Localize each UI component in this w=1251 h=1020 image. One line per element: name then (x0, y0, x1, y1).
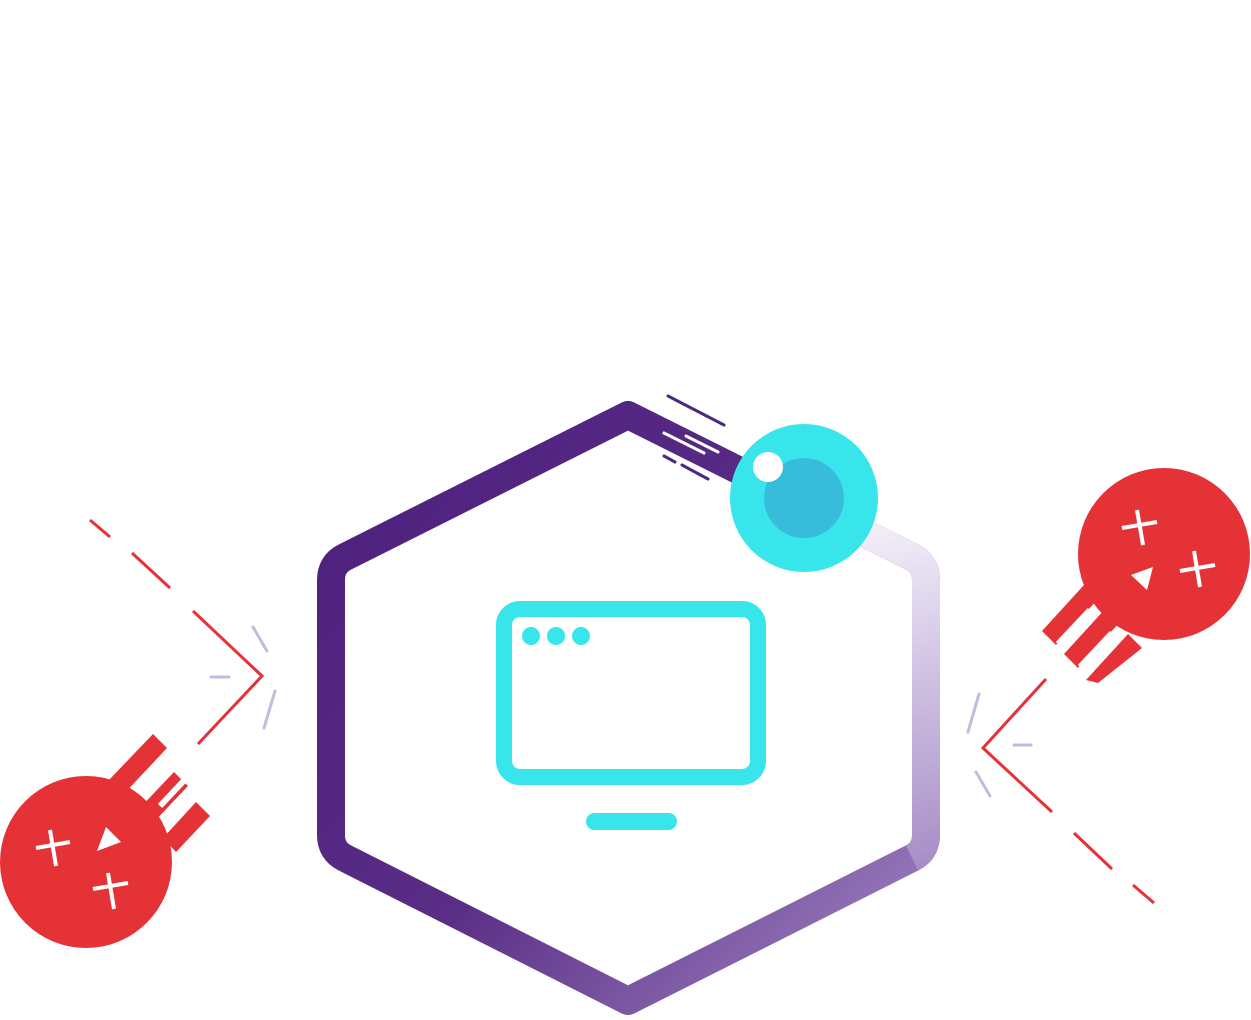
left-trajectory-line (89, 518, 265, 746)
orbit-node-icon (730, 424, 878, 572)
monitor-icon (496, 601, 766, 830)
rocket-icon (0, 734, 210, 948)
right-trajectory-line (980, 677, 1155, 905)
rocket-icon (1042, 468, 1250, 683)
hexagon-frame (317, 401, 940, 1015)
right-sparks (966, 692, 1033, 798)
speed-lines-top-light (662, 431, 720, 455)
left-sparks (209, 625, 277, 730)
